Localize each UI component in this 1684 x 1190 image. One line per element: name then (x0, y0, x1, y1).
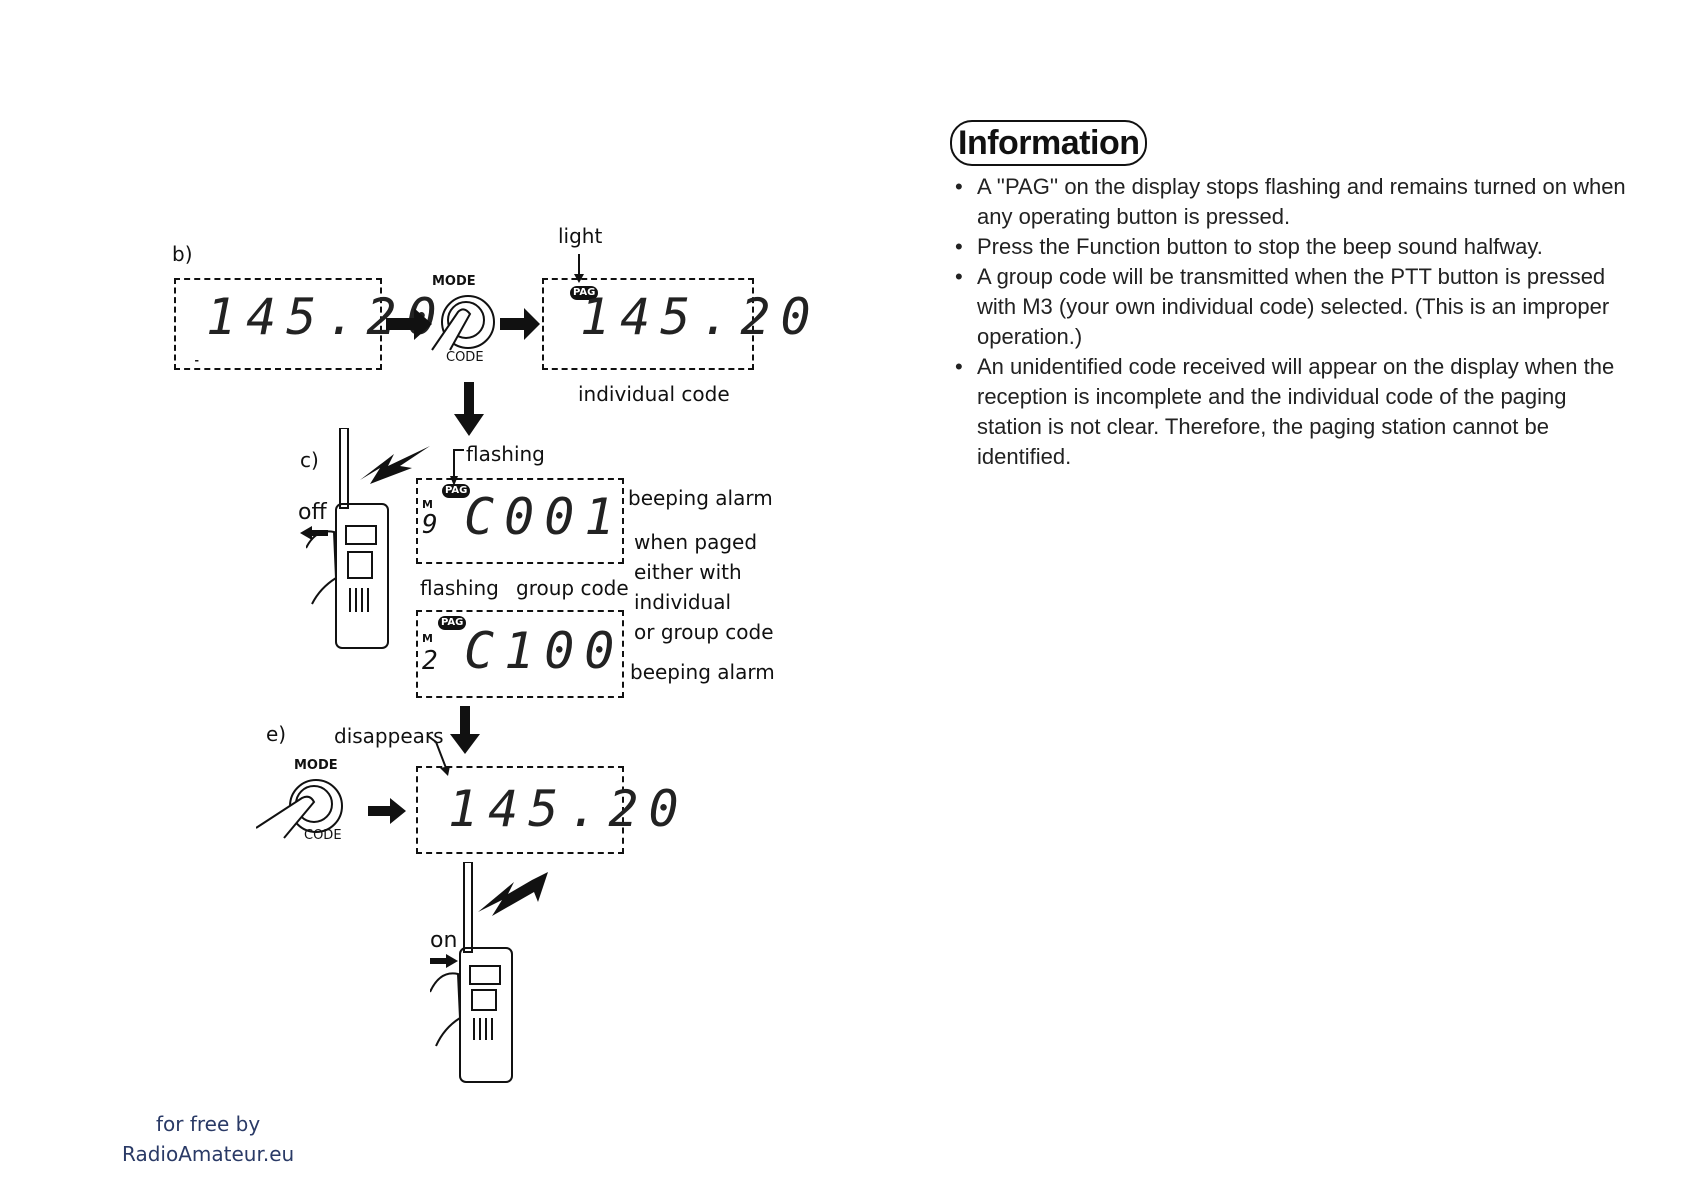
arrow-down-icon (454, 382, 484, 436)
information-list: A ''PAG'' on the display stops flashing … (955, 172, 1635, 472)
information-bullet: Press the Function button to stop the be… (955, 232, 1635, 262)
arrow-down-icon (450, 706, 480, 754)
memory-digit: 2 (422, 646, 438, 676)
mode-label: MODE (432, 274, 476, 289)
light-label: light (558, 224, 603, 248)
m-indicator: ⁃ (194, 354, 200, 367)
mode-code-button-icon (431, 295, 495, 351)
arrow-right-icon (386, 308, 432, 340)
mode-code-button-icon (256, 779, 343, 839)
mode-label: MODE (294, 758, 338, 773)
off-label: off (298, 500, 327, 525)
step-b-label: b) (172, 242, 193, 266)
display-code-1: C001 (464, 488, 625, 546)
signal-lightning-icon (478, 872, 548, 916)
memory-digit: 9 (422, 510, 438, 540)
lcd-display-frequency-3: 145.20 (416, 766, 679, 854)
display-code-2: C100 (464, 622, 625, 680)
on-label: on (430, 928, 458, 953)
step-e-label: e) (266, 722, 287, 746)
individual-label: individual (634, 590, 732, 614)
lcd-display-frequency-1: 145.20 ⁃ (174, 278, 437, 370)
m-indicator: M (422, 498, 433, 511)
pag-indicator-icon: PAG (438, 616, 467, 630)
information-title: Information (950, 120, 1148, 166)
handheld-radio-icon (306, 428, 389, 649)
display-frequency-3: 145.20 (448, 780, 689, 838)
handheld-radio-icon (430, 862, 513, 1083)
pointer-arrow-icon (428, 735, 450, 776)
when-paged-label: when paged (634, 530, 758, 554)
m-indicator: M (422, 632, 433, 645)
beeping-alarm-label: beeping alarm (628, 486, 773, 510)
disappears-label: disappears (334, 724, 444, 748)
footer-site-link[interactable]: RadioAmateur.eu (122, 1142, 295, 1166)
arrow-right-icon (500, 308, 540, 340)
group-code-label: group code (516, 576, 629, 600)
code-label: CODE (304, 828, 342, 843)
beeping-alarm-label: beeping alarm (630, 660, 775, 684)
footer-line-1: for free by (156, 1112, 261, 1136)
lcd-display-code-1: PAG M 9 C001 (416, 478, 624, 564)
lcd-display-frequency-2: PAG 145.20 (542, 278, 811, 370)
pag-indicator-icon: PAG (570, 286, 599, 300)
lcd-display-code-2: PAG M 2 C100 (416, 610, 624, 698)
display-frequency-2: 145.20 (580, 288, 821, 346)
or-group-code-label: or group code (634, 620, 774, 644)
information-bullet: A ''PAG'' on the display stops flashing … (955, 172, 1635, 232)
flashing-label: flashing (466, 442, 545, 466)
arrow-right-icon (368, 798, 406, 824)
signal-lightning-icon (360, 446, 430, 484)
arrow-right-icon (430, 954, 458, 968)
step-c-label: c) (300, 448, 319, 472)
information-bullet: A group code will be transmitted when th… (955, 262, 1635, 352)
individual-code-label: individual code (578, 382, 730, 406)
pag-indicator-icon: PAG (442, 484, 471, 498)
information-bullet: An unidentified code received will appea… (955, 352, 1635, 472)
either-with-label: either with (634, 560, 742, 584)
display-frequency-1: 145.20 (206, 288, 447, 346)
code-label: CODE (446, 350, 484, 365)
flashing-label: flashing (420, 576, 499, 600)
arrow-left-icon (300, 526, 328, 540)
